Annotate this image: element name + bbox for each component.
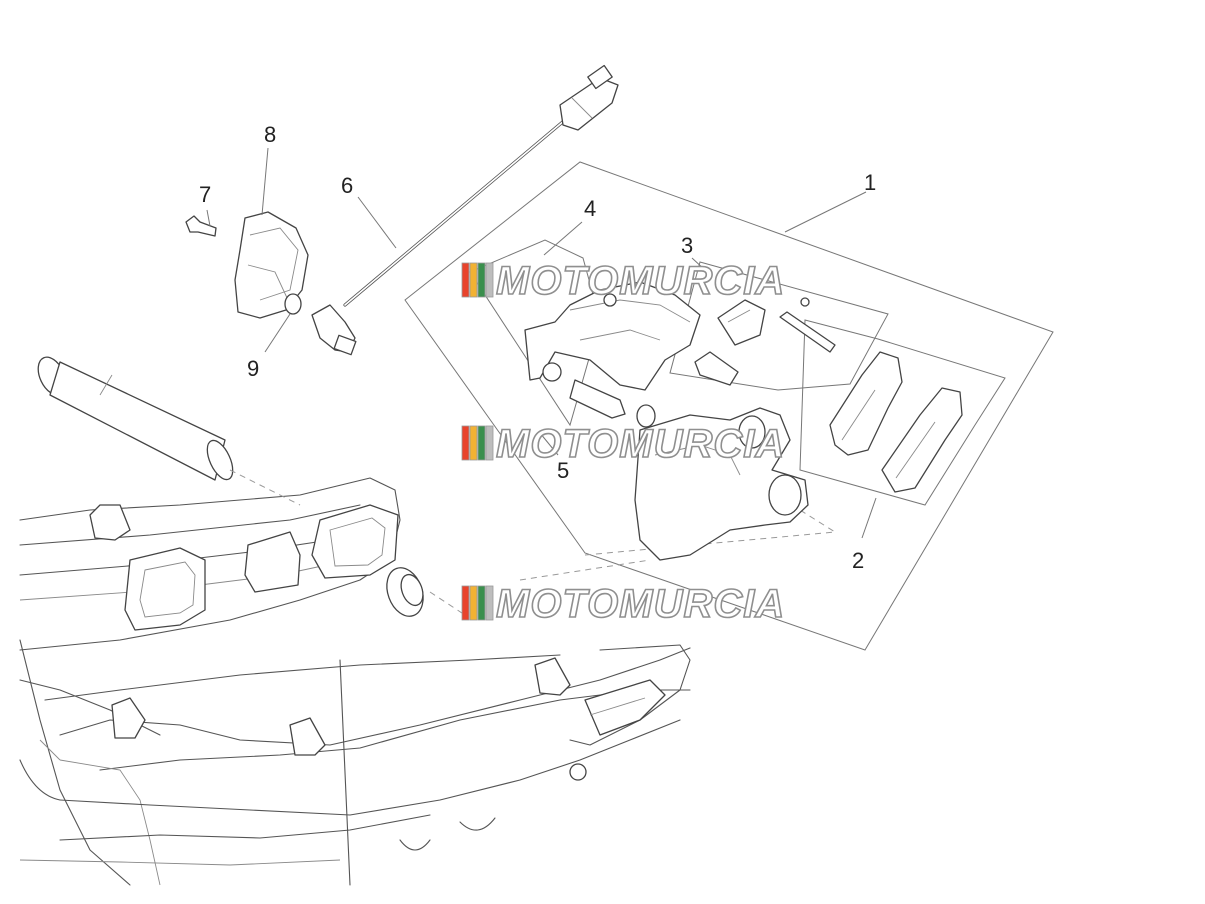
- watermark-stripes: [461, 425, 494, 461]
- callout-3: 3: [681, 233, 693, 258]
- swingarm: [19, 477, 691, 886]
- callout-leaders: [206, 147, 877, 539]
- pad-spring: [717, 299, 766, 346]
- spacer: [284, 293, 302, 315]
- callout-labels: 1 2 3 4 5 6 7 8 9: [199, 122, 876, 573]
- watermark-stripes: [461, 585, 494, 621]
- caliper-kit-outline: [404, 161, 1054, 651]
- callout-8: 8: [264, 122, 276, 147]
- caliper-bracket: [634, 404, 809, 561]
- pivot-shaft: [37, 356, 301, 506]
- callout-1: 1: [864, 170, 876, 195]
- retaining-clip: [694, 351, 739, 386]
- caliper-group-outline: [469, 239, 601, 427]
- bolt: [185, 215, 217, 237]
- callout-9: 9: [247, 356, 259, 381]
- callout-2: 2: [852, 548, 864, 573]
- pad-kit-outline: [799, 319, 1006, 506]
- watermark-stripes: [461, 262, 494, 298]
- watermark-1: MOTOMURCIA: [461, 258, 785, 304]
- pad-pin: [779, 297, 836, 353]
- watermark-text: MOTOMURCIA: [496, 582, 785, 626]
- spacer-bushing: [386, 567, 466, 617]
- brake-caliper: [524, 281, 701, 419]
- callout-6: 6: [341, 173, 353, 198]
- abs-sensor: [311, 64, 619, 356]
- brake-pads: [829, 351, 963, 493]
- watermark-text: MOTOMURCIA: [496, 422, 785, 466]
- callout-5: 5: [557, 458, 569, 483]
- callout-7: 7: [199, 182, 211, 207]
- callout-4: 4: [584, 196, 596, 221]
- watermark-3: MOTOMURCIA: [461, 581, 785, 627]
- watermark-2: MOTOMURCIA: [461, 421, 785, 467]
- watermark-text: MOTOMURCIA: [496, 259, 785, 303]
